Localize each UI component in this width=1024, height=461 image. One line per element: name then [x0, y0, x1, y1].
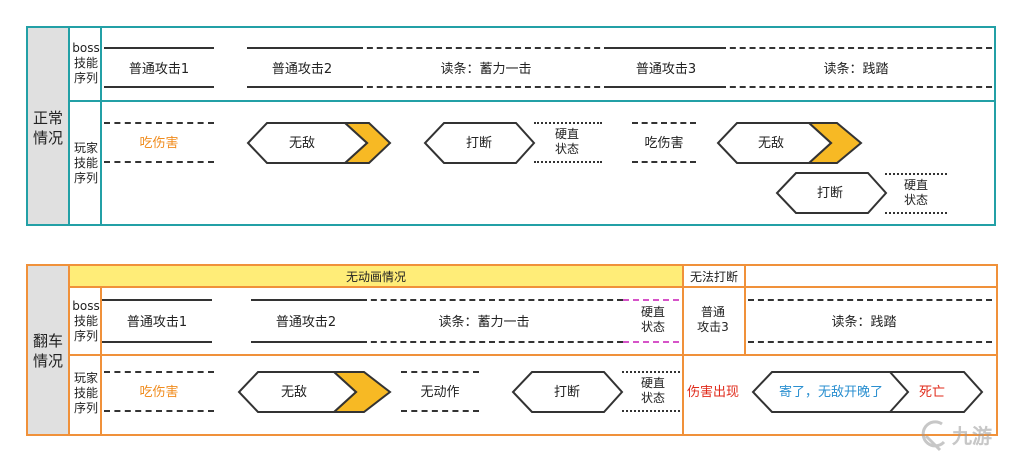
normal-player-stun2: 硬直 状态	[903, 178, 929, 207]
flip-banner-no-interrupt-cell	[684, 266, 746, 286]
normal-player-invincible2: 无敌	[757, 136, 785, 151]
flip-boss-stun: 硬直 状态	[640, 305, 666, 334]
normal-player-stun1: 硬直 状态	[554, 127, 580, 156]
watermark: 九游	[918, 416, 1018, 456]
normal-player-label: 玩家 技能 序列	[73, 141, 99, 185]
flip-player-interrupt: 打断	[553, 385, 581, 400]
normal-side-cell	[28, 28, 70, 224]
normal-interrupt1-shape	[423, 122, 536, 164]
normal-frame	[26, 26, 996, 226]
normal-player-interrupt2: 打断	[816, 186, 844, 201]
flip-frame	[26, 264, 998, 436]
flip-interrupt-shape	[511, 371, 624, 413]
flip-player-hit: 吃伤害	[139, 385, 179, 400]
watermark-text: 九游	[952, 424, 992, 448]
normal-rowlabel-col	[70, 28, 102, 224]
normal-player-hit2: 吃伤害	[644, 136, 684, 151]
normal-boss-attack3: 普通攻击3	[635, 62, 697, 77]
flip-boss-stomp: 读条：践踏	[831, 315, 897, 330]
flip-banner-no-interrupt: 无法打断	[689, 270, 739, 284]
flip-banner-divider	[70, 286, 996, 288]
normal-invincible1-shape	[246, 122, 392, 164]
flip-banner-no-anim: 无动画情况	[345, 270, 407, 284]
flip-col-divider-1	[682, 288, 684, 434]
flip-boss-label: boss 技能 序列	[72, 299, 100, 343]
normal-boss-charge: 读条：蓄力一击	[440, 62, 532, 77]
flip-player-damage: 伤害出现	[686, 385, 740, 400]
flip-player-label: 玩家 技能 序列	[73, 371, 99, 415]
flip-side-label: 翻车 情况	[32, 332, 64, 370]
flip-dead-shape	[751, 371, 984, 413]
flip-player-death: 死亡	[918, 385, 946, 400]
normal-row-divider	[70, 100, 996, 102]
normal-interrupt2-shape	[775, 172, 888, 214]
normal-invincible2-shape	[716, 122, 863, 164]
flip-invincible-shape	[237, 371, 392, 413]
flip-row-divider	[70, 354, 996, 356]
flip-boss-attack1: 普通攻击1	[126, 315, 188, 330]
normal-player-interrupt1: 打断	[465, 136, 493, 151]
flip-boss-attack3: 普通 攻击3	[697, 305, 729, 334]
flip-col-divider-2	[744, 288, 746, 354]
normal-side-label: 正常 情况	[32, 109, 64, 147]
normal-player-invincible1: 无敌	[288, 136, 316, 151]
flip-player-dead-text: 寄了，无敌开晚了	[778, 385, 884, 400]
normal-boss-attack2: 普通攻击2	[271, 62, 333, 77]
normal-player-hit1: 吃伤害	[139, 136, 179, 151]
flip-banner-no-anim-cell	[70, 266, 684, 286]
flip-player-no-action: 无动作	[420, 385, 460, 400]
flip-side-cell	[28, 266, 70, 434]
flip-boss-charge: 读条：蓄力一击	[438, 315, 530, 330]
flip-player-stun: 硬直 状态	[640, 376, 666, 405]
flip-player-invincible: 无敌	[280, 385, 308, 400]
normal-boss-attack1: 普通攻击1	[128, 62, 190, 77]
watermark-logo-icon	[921, 420, 946, 452]
flip-rowlabel-col	[70, 288, 102, 434]
normal-boss-stomp: 读条：践踏	[823, 62, 889, 77]
normal-boss-label: boss 技能 序列	[72, 41, 100, 85]
flip-boss-attack2: 普通攻击2	[275, 315, 337, 330]
